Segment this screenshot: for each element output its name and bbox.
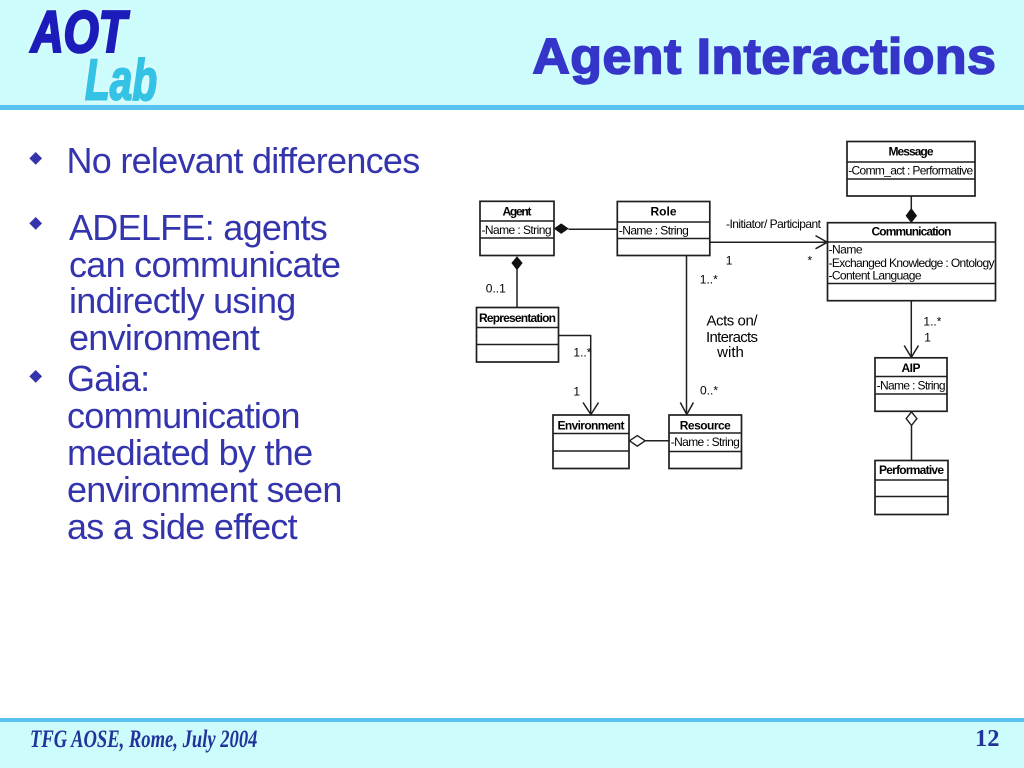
svg-text:Communication: Communication [872, 225, 952, 239]
svg-text:*: * [808, 254, 813, 268]
svg-text:-Name : String: -Name : String [482, 223, 552, 237]
svg-text:1..*: 1..* [573, 346, 591, 360]
svg-text:-Name : String: -Name : String [619, 223, 689, 237]
svg-text:Agent: Agent [503, 205, 532, 219]
svg-text:1: 1 [573, 385, 580, 399]
svg-text:1: 1 [924, 330, 931, 344]
svg-text:0..*: 0..* [700, 384, 718, 398]
svg-text:-Name : String: -Name : String [877, 379, 946, 393]
svg-text:Message: Message [889, 145, 934, 159]
svg-text:Role: Role [651, 205, 677, 219]
svg-text:Performative: Performative [879, 463, 944, 477]
svg-text:1..*: 1..* [923, 315, 941, 329]
svg-text:-Name: -Name [829, 242, 863, 256]
svg-text:Environment: Environment [558, 419, 625, 433]
svg-text:-Content Language: -Content Language [829, 269, 922, 283]
svg-text:Interacts: Interacts [706, 329, 758, 346]
svg-text:-Initiator/ Participant: -Initiator/ Participant [726, 217, 822, 231]
svg-text:-Name : String: -Name : String [671, 435, 740, 449]
svg-text:-Comm_act : Performative: -Comm_act : Performative [848, 163, 973, 177]
svg-text:with: with [716, 344, 744, 361]
svg-text:AIP: AIP [902, 361, 921, 375]
svg-text:-Exchanged Knowledge : Ontolog: -Exchanged Knowledge : Ontology [829, 256, 995, 270]
svg-text:Representation: Representation [479, 311, 556, 325]
svg-text:1: 1 [726, 254, 733, 268]
svg-text:0..1: 0..1 [486, 282, 506, 296]
svg-text:Acts on/: Acts on/ [707, 313, 759, 330]
svg-text:1..*: 1..* [700, 273, 718, 287]
svg-text:Resource: Resource [680, 419, 731, 433]
